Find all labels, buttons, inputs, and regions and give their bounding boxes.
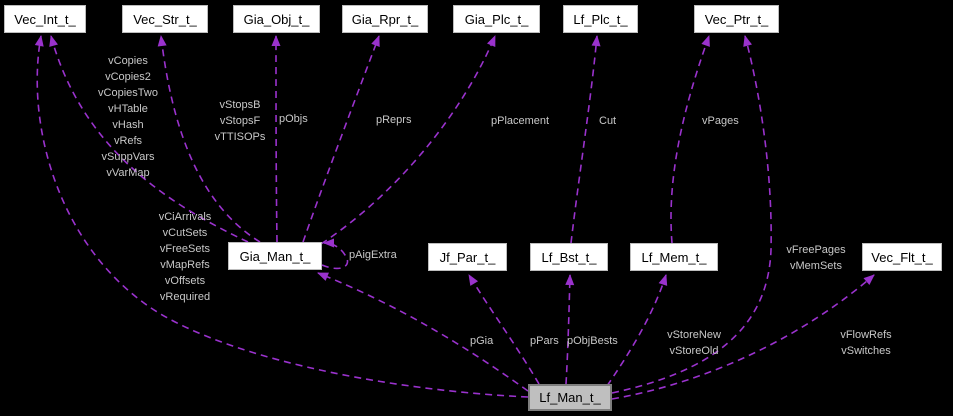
edge-lf-man-to-jf-par	[468, 274, 540, 385]
edge-label-line: vStoreNew	[667, 329, 721, 341]
edge-label-line: pObjBests	[567, 335, 618, 347]
edge-lf-man-to-vec-int	[34, 35, 529, 398]
edge-label-gia-man-to-gia-plc: pPlacement	[491, 113, 549, 129]
node-lf-plc-t[interactable]: Lf_Plc_t_	[563, 5, 638, 33]
node-label: Gia_Plc_t_	[464, 11, 529, 27]
edge-lf-bst-to-lf-plc	[570, 35, 601, 244]
edge-label-line: vOffsets	[164, 275, 206, 287]
edge-label-line: vFreePages	[786, 244, 846, 256]
node-label: Gia_Man_t_	[239, 248, 311, 264]
edge-gia-man-to-gia-plc	[320, 35, 496, 245]
edge-label-line: vHTable	[108, 103, 148, 115]
edge-label-line: vFlowRefs	[840, 329, 892, 341]
node-gia-obj-t[interactable]: Gia_Obj_t_	[233, 5, 320, 33]
edge-label-lf-man-to-lf-bst: pObjBests	[567, 333, 618, 349]
node-label: Lf_Plc_t_	[573, 11, 628, 27]
edge-lf-man-to-gia-man	[317, 272, 529, 392]
edge-label-line: pObjs	[279, 113, 308, 125]
edge-label-line: vVarMap	[106, 167, 150, 179]
node-label: Lf_Mem_t_	[641, 249, 707, 265]
edge-gia-man-self-loop	[321, 238, 349, 270]
node-vec-str-t[interactable]: Vec_Str_t_	[122, 5, 208, 33]
edge-lf-man-to-lf-bst	[565, 274, 575, 385]
node-label: Vec_Flt_t_	[871, 249, 933, 265]
edge-label-line: vHash	[112, 119, 144, 131]
edge-label-line: vRequired	[159, 291, 211, 303]
node-label: Gia_Rpr_t_	[351, 11, 419, 27]
edge-lf-man-to-vec-flt	[611, 274, 875, 400]
edge-gia-man-to-gia-rpr	[302, 35, 380, 243]
edge-label-line: vStopsF	[219, 115, 261, 127]
node-jf-par-t[interactable]: Jf_Par_t_	[428, 243, 507, 271]
node-label: Lf_Man_t_	[539, 390, 601, 405]
node-label: Vec_Ptr_t_	[704, 11, 769, 27]
node-label: Vec_Str_t_	[133, 11, 197, 27]
node-gia-plc-t[interactable]: Gia_Plc_t_	[453, 5, 540, 33]
edge-label-lf-man-to-vec-ptr: vFreePages vMemSets	[771, 242, 861, 274]
node-label: Jf_Par_t_	[439, 249, 496, 265]
edge-label-lf-man-to-jf-par: pPars	[530, 333, 559, 349]
edge-label-gia-man-to-gia-rpr: pReprs	[376, 112, 411, 128]
edge-label-line: vPages	[702, 115, 739, 127]
edge-label-line: vStoreOld	[669, 345, 719, 357]
edge-label-line: pGia	[470, 335, 494, 347]
edge-label-line: vCopies	[108, 55, 148, 67]
edge-label-gia-man-to-vec-int: vCopies vCopies2 vCopiesTwo vHTable vHas…	[83, 53, 173, 181]
node-vec-ptr-t[interactable]: Vec_Ptr_t_	[694, 5, 779, 33]
edge-label-line: vCopies2	[105, 71, 151, 83]
node-label: Lf_Bst_t_	[541, 249, 597, 265]
edge-label-gia-man-to-gia-obj: pObjs	[279, 111, 308, 127]
edge-lf-mem-to-vec-ptr	[670, 35, 710, 244]
edge-label-line: vMemSets	[790, 260, 842, 272]
node-label: Gia_Obj_t_	[243, 11, 310, 27]
node-gia-rpr-t[interactable]: Gia_Rpr_t_	[342, 5, 428, 33]
edge-label-line: pPars	[530, 335, 559, 347]
node-lf-bst-t[interactable]: Lf_Bst_t_	[530, 243, 608, 271]
edge-label-line: vStopsB	[219, 99, 261, 111]
node-vec-flt-t[interactable]: Vec_Flt_t_	[862, 243, 942, 271]
edge-label-line: vRefs	[113, 135, 143, 147]
edge-label-lf-man-to-lf-mem: vStoreNew vStoreOld	[649, 327, 739, 359]
edge-label-line: vSuppVars	[101, 151, 155, 163]
edge-label-line: pAigExtra	[349, 249, 397, 261]
edge-label-line: vCopiesTwo	[98, 87, 158, 99]
edge-lf-man-to-vec-ptr	[611, 35, 772, 394]
edge-gia-man-to-gia-obj	[271, 35, 281, 243]
edge-label-lf-man-to-gia-man: pGia	[470, 333, 493, 349]
edge-label-line: vCutSets	[162, 227, 208, 239]
edge-label-gia-man-self: pAigExtra	[349, 247, 397, 263]
edge-label-gia-man-to-vec-str: vStopsB vStopsF vTTISOPs	[195, 97, 285, 145]
edge-label-lf-man-to-vec-int: vCiArrivals vCutSets vFreeSets vMapRefs …	[140, 209, 230, 305]
edge-label-line: vTTISOPs	[214, 131, 266, 143]
edge-label-line: vCiArrivals	[158, 211, 212, 223]
edge-label-line: pReprs	[376, 114, 412, 126]
edge-label-line: pPlacement	[491, 115, 550, 127]
edge-lf-man-to-lf-mem	[606, 274, 668, 387]
node-gia-man-t[interactable]: Gia_Man_t_	[228, 242, 322, 270]
edge-label-lf-mem-to-vec-ptr: vPages	[702, 113, 739, 129]
node-lf-man-t-main: Lf_Man_t_	[528, 384, 612, 411]
node-lf-mem-t[interactable]: Lf_Mem_t_	[630, 243, 718, 271]
edge-label-line: vFreeSets	[159, 243, 211, 255]
edge-gia-man-to-vec-int	[49, 35, 249, 243]
edge-gia-man-to-vec-str	[157, 35, 261, 243]
edge-label-lf-bst-to-lf-plc: Cut	[599, 113, 616, 129]
edge-label-lf-man-to-vec-flt: vFlowRefs vSwitches	[821, 327, 911, 359]
edge-label-line: vSwitches	[841, 345, 891, 357]
edge-label-line: Cut	[599, 115, 617, 127]
edge-label-line: vMapRefs	[160, 259, 210, 271]
node-vec-int-t[interactable]: Vec_Int_t_	[4, 5, 86, 33]
node-label: Vec_Int_t_	[14, 11, 76, 27]
